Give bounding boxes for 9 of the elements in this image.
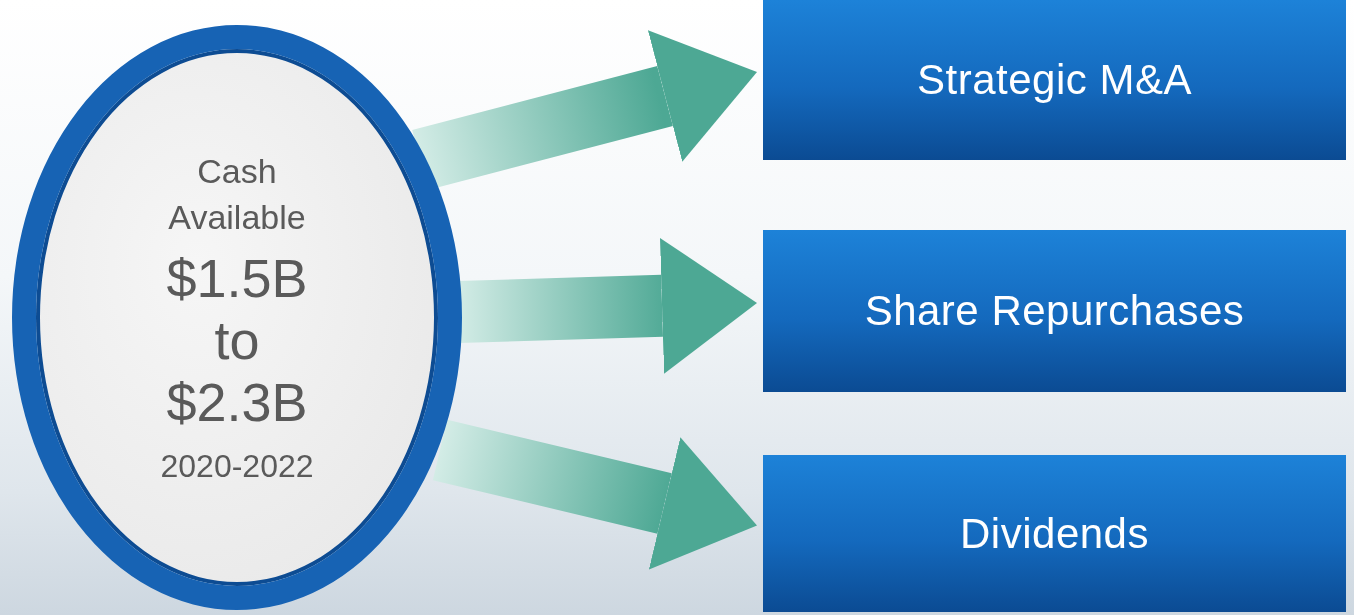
oval-text: 2020-2022 [159,447,315,486]
allocation-box [763,230,1346,392]
oval-text: $1.5B to $2.3B [165,247,309,434]
oval-text: Cash Available [167,151,307,239]
box-label: Share Repurchases [864,287,1245,335]
allocation-box [763,0,1346,160]
box-label: Dividends [960,509,1149,558]
allocation-box [763,455,1346,612]
box-label: Strategic M&A [917,56,1192,104]
